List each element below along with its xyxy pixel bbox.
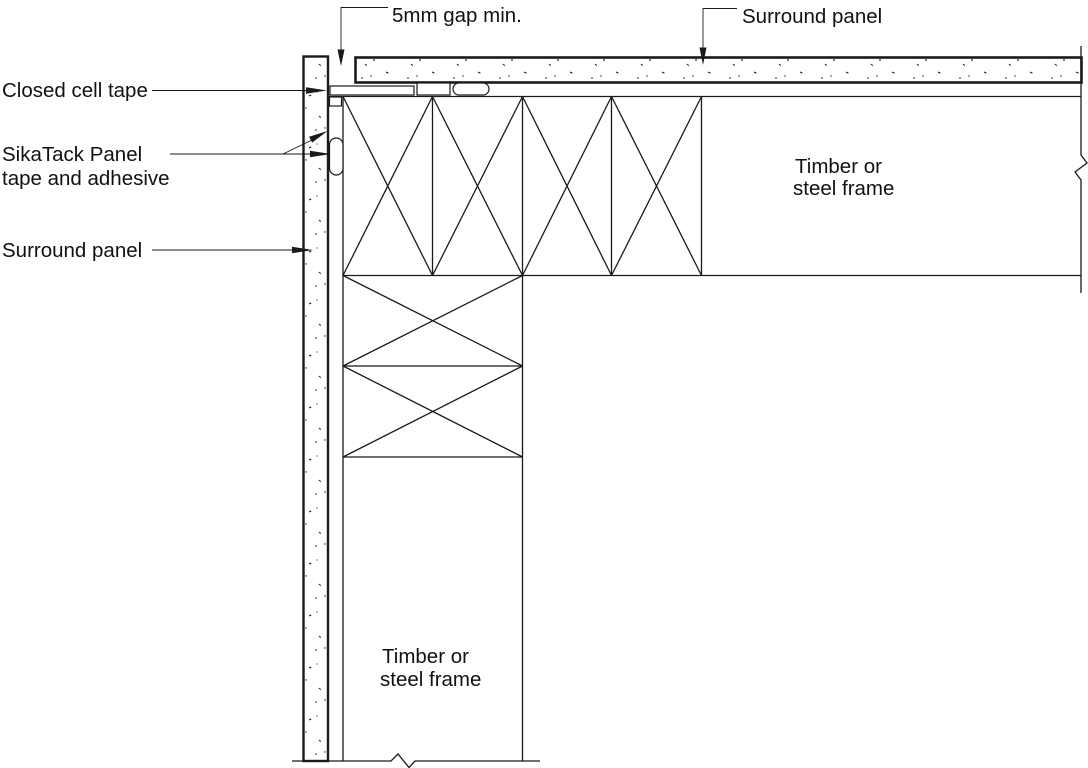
gap-leader-line [340, 7, 388, 50]
timber-frame-right-label-line2: steel frame [793, 177, 894, 200]
bottom-break-line [292, 753, 540, 768]
left-surround-panel [302, 55, 330, 763]
column-x-bracing [342, 274, 523, 367]
bay-x-bracing [521, 96, 613, 276]
bay-x-bracing [342, 96, 434, 276]
panel-tape-block-vertical [328, 96, 343, 107]
closed-cell-tape-label: Closed cell tape [2, 79, 148, 102]
surround-panel-top-label: Surround panel [742, 5, 882, 28]
gap-label: 5mm gap min. [392, 4, 522, 27]
top-surround-panel [354, 56, 1083, 84]
bay-x-bracing [431, 96, 524, 276]
column-x-bracing [342, 365, 523, 458]
annotations: 5mm gap min. Surround panel Closed cell … [2, 4, 894, 691]
sikatack-leader-branch-line [282, 139, 314, 155]
timber-steel-frame [292, 46, 1088, 768]
surround-top-leader-arrow [699, 47, 707, 65]
surround-left-leader-arrow [292, 246, 313, 254]
tape-and-adhesive-detail [328, 82, 490, 176]
surround-panel-left-label: Surround panel [2, 239, 142, 262]
surround-top-leader-line [702, 8, 737, 48]
left-surround-panel-body [302, 55, 330, 763]
top-surround-panel-body [354, 56, 1083, 84]
sikatack-leader-arrow [310, 150, 331, 158]
adhesive-bead-vertical [328, 137, 344, 176]
leaders [152, 7, 737, 254]
sikatack-leader-branch-arrow [309, 131, 328, 143]
panel-tape-block-horizontal [416, 82, 451, 96]
sikatack-label-line1: SikaTack Panel [2, 143, 142, 166]
timber-frame-bottom-label-line1: Timber or [382, 645, 469, 668]
timber-frame-right-label-line1: Timber or [795, 155, 882, 178]
adhesive-bead-horizontal [452, 82, 490, 96]
closed-cell-leader-arrow [306, 87, 327, 94]
bay-x-bracing [610, 96, 703, 276]
closed-cell-tape-strip-horizontal [329, 85, 415, 96]
timber-frame-bottom-label-line2: steel frame [380, 668, 481, 691]
sikatack-label-line2: tape and adhesive [2, 167, 170, 190]
gap-leader-arrow [337, 49, 345, 66]
right-break-line [1074, 46, 1088, 293]
